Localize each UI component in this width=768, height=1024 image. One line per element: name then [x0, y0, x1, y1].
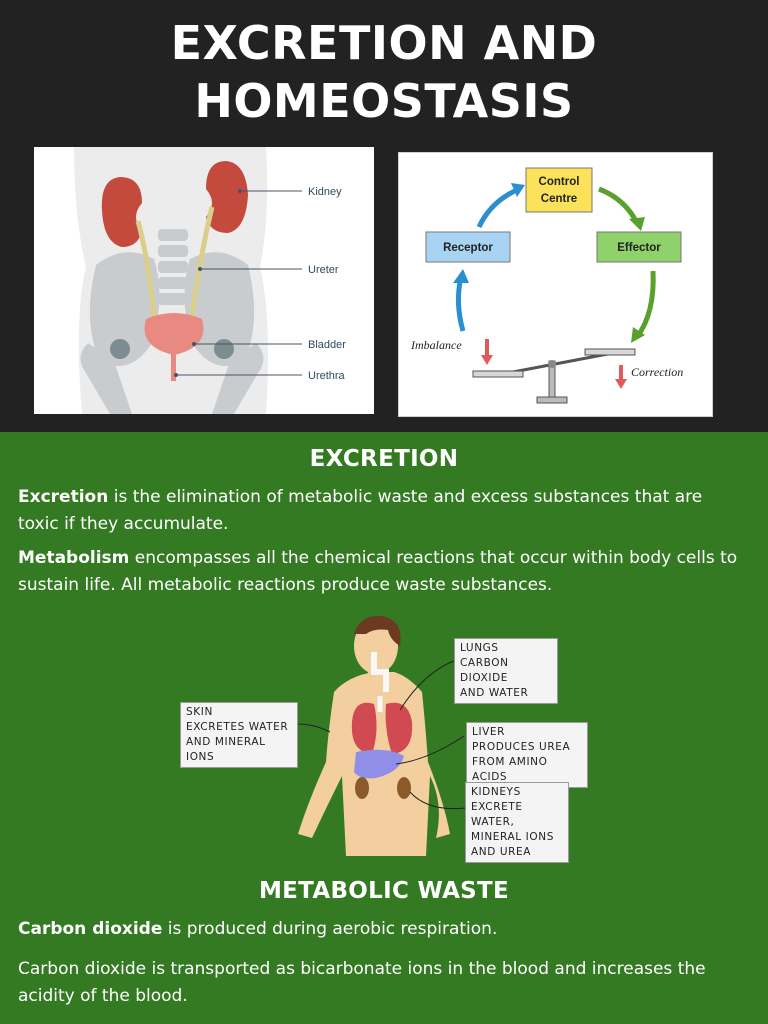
urinary-system-figure: Kidney Ureter Bladder Urethra: [34, 147, 374, 414]
imbalance-label: Imbalance: [410, 338, 462, 352]
balance-scale-icon: [472, 348, 636, 404]
metabolic-waste-heading: METABOLIC WASTE: [258, 878, 510, 904]
control-centre-line1: Control: [539, 176, 580, 188]
liver-label: LIVER PRODUCES UREA FROM AMINO ACIDS: [466, 722, 588, 788]
page-title: EXCRETION AND HOMEOSTASIS: [0, 14, 768, 130]
excretion-heading: EXCRETION: [309, 446, 459, 472]
receptor-label: Receptor: [443, 242, 493, 254]
feedback-loop-diagram: Control Centre Receptor Effector Imbalan…: [399, 153, 712, 416]
carbon-dioxide-transport: Carbon dioxide is transported as bicarbo…: [18, 959, 706, 1006]
lungs-label: LUNGS CARBON DIOXIDE AND WATER: [454, 638, 558, 704]
carbon-dioxide-production: Carbon dioxide is produced during aerobi…: [18, 916, 748, 943]
ureter-label: Ureter: [308, 264, 339, 276]
receptor-box: [425, 231, 511, 263]
control-centre-line2: Centre: [541, 193, 577, 205]
carbon-dioxide-term: Carbon dioxide: [18, 919, 163, 939]
control-centre-box: [525, 167, 593, 213]
urethra-label: Urethra: [308, 370, 346, 382]
excretion-term: Excretion: [18, 487, 109, 507]
urinary-system-illustration: Kidney Ureter Bladder Urethra: [34, 147, 374, 414]
bladder-label: Bladder: [308, 339, 346, 351]
excretory-organs-figure: LUNGS CARBON DIOXIDE AND WATER SKIN EXCR…: [178, 612, 590, 863]
excretion-definition: Excretion is the elimination of metaboli…: [18, 484, 748, 538]
human-body-illustration: [297, 615, 467, 856]
metabolism-definition-text: encompasses all the chemical reactions t…: [18, 548, 738, 595]
metabolism-term: Metabolism: [18, 548, 130, 568]
excretion-definition-text: is the elimination of metabolic waste an…: [18, 487, 703, 534]
feedback-loop-figure: Control Centre Receptor Effector Imbalan…: [398, 152, 713, 417]
skin-label: SKIN EXCRETES WATER AND MINERAL IONS: [180, 702, 298, 768]
title-line-1: EXCRETION AND: [170, 16, 598, 70]
kidneys-label: KIDNEYS EXCRETE WATER, MINERAL IONS AND …: [465, 782, 569, 863]
kidney-label: Kidney: [308, 186, 342, 198]
header-banner: EXCRETION AND HOMEOSTASIS: [0, 0, 768, 432]
correction-label: Correction: [631, 365, 683, 379]
effector-box: [596, 231, 682, 263]
carbon-dioxide-production-text: is produced during aerobic respiration.: [162, 919, 498, 939]
arrow-receptor-to-control: [476, 186, 521, 229]
title-line-2: HOMEOSTASIS: [194, 74, 574, 128]
effector-label: Effector: [617, 242, 661, 254]
metabolism-definition: Metabolism encompasses all the chemical …: [18, 545, 748, 599]
